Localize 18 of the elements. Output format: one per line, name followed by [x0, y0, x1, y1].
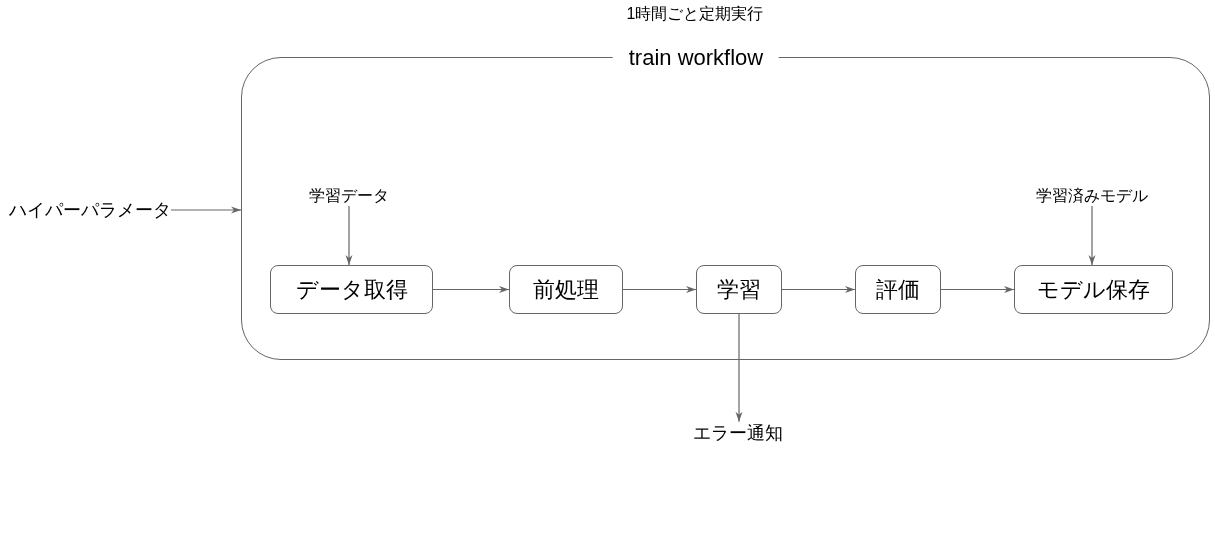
process-box: データ取得 [270, 265, 433, 314]
process-box: 評価 [855, 265, 941, 314]
process-box: 学習 [696, 265, 782, 314]
arrow [432, 286, 510, 293]
node-label: 学習データ [309, 186, 389, 206]
arrow [1088, 205, 1096, 266]
arrow [940, 286, 1015, 293]
node-label: ハイパーパラメータ [9, 198, 171, 222]
arrow [781, 286, 856, 293]
process-box: 前処理 [509, 265, 623, 314]
diagram-title: 1時間ごと定期実行 [626, 4, 764, 24]
node-label: 学習済みモデル [1036, 186, 1148, 206]
node-label: エラー通知 [693, 421, 783, 445]
arrow [622, 286, 697, 293]
process-box: モデル保存 [1014, 265, 1173, 314]
arrow [735, 313, 743, 423]
arrow [345, 205, 353, 266]
arrow [170, 206, 242, 214]
